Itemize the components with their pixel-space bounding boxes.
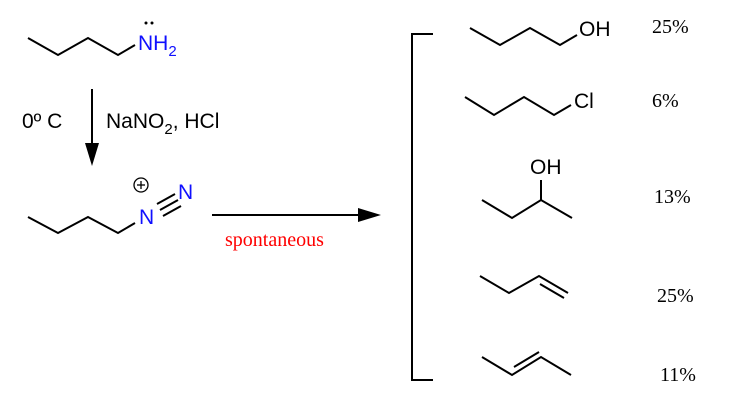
diazonium-n1: N: [139, 206, 154, 229]
product-2-group: Cl: [574, 90, 594, 113]
diazonium-n2: N: [178, 181, 193, 204]
temperature-label: 0º C: [22, 110, 62, 133]
product-3-yield: 13%: [654, 186, 691, 208]
arrow-label: spontaneous: [225, 229, 324, 251]
product-1-yield: 25%: [652, 16, 689, 38]
positive-charge-icon: [133, 177, 149, 193]
product-3-group: OH: [530, 156, 562, 179]
product-4-yield: 25%: [657, 285, 694, 307]
triple-bond: [156, 193, 182, 217]
product-1-butanol: [469, 26, 578, 47]
product-2-chlorobutane: [464, 95, 572, 117]
amine-group: NH2: [138, 32, 177, 60]
butyl-chain-amine: [27, 36, 136, 57]
arrow-head: [85, 143, 99, 166]
lone-pair-dot: [144, 21, 148, 25]
product-bracket: [411, 33, 433, 381]
lone-pair-dot: [150, 21, 154, 25]
product-5-2-butene: [481, 355, 572, 377]
product-3-yield: 6%: [652, 90, 679, 112]
arrow-head: [358, 208, 381, 222]
reagent-label: NaNO2, HCl: [106, 110, 219, 138]
product-1-group: OH: [579, 18, 611, 41]
product-5-yield: 11%: [660, 364, 696, 386]
butyl-chain-diazonium: [27, 215, 136, 235]
product-3-2-butanol: [481, 198, 573, 220]
product-4-1-butene: [479, 274, 569, 295]
